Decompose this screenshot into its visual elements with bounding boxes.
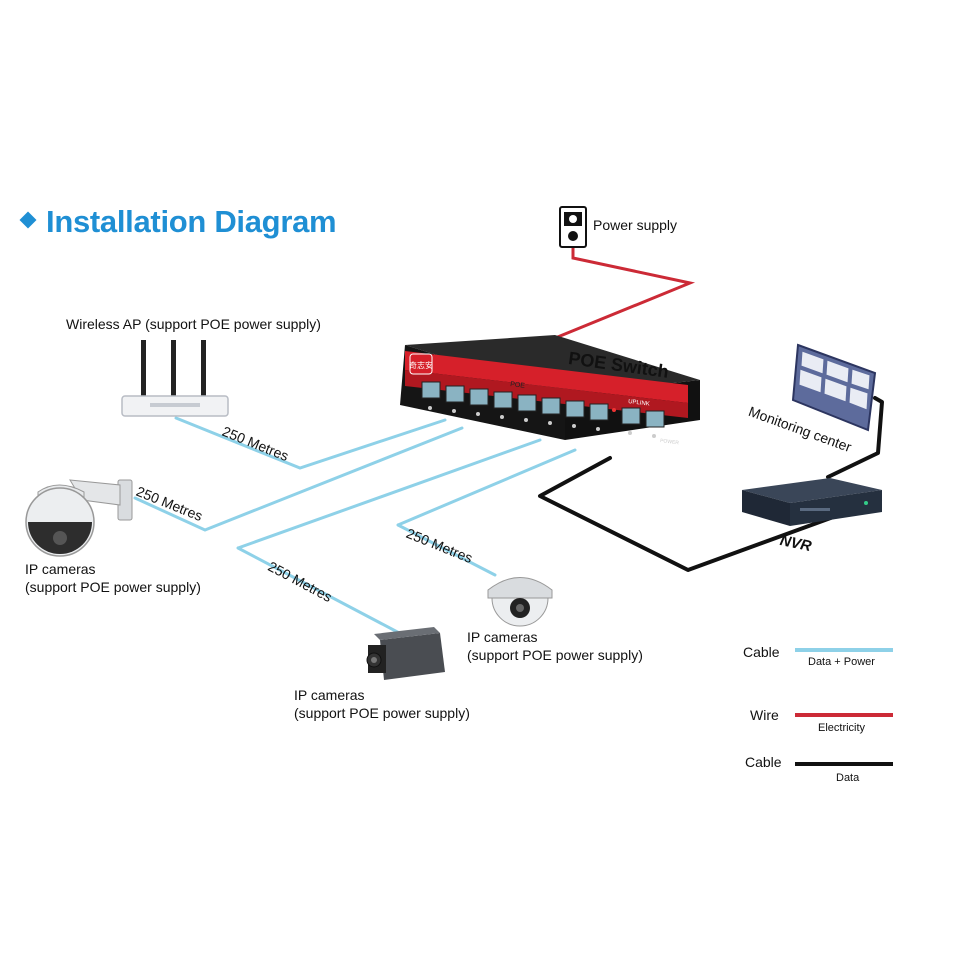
legend-cable-data-power-label: Cable — [743, 644, 780, 660]
cable-nvr-monitor — [826, 396, 884, 479]
cable-switch-nvr — [538, 456, 882, 572]
legend-cable-data-label: Cable — [745, 754, 782, 770]
router-icon — [121, 340, 229, 417]
data-cables — [538, 396, 884, 572]
cable-dome — [396, 448, 577, 577]
legend-cable-data-power-sub: Data + Power — [808, 656, 875, 668]
switch-brand: 奇志安 — [409, 360, 433, 370]
outlet-icon — [559, 206, 587, 248]
switch-uplink-text: UPLINK — [628, 399, 650, 408]
ip-camera-dome-label: IP cameras (support POE power supply) — [467, 628, 643, 664]
cable-ap — [174, 416, 447, 470]
poe-cables — [133, 416, 577, 638]
ip-camera-left-subtitle: (support POE power supply) — [25, 579, 201, 595]
wireless-ap-label: Wireless AP (support POE power supply) — [66, 316, 321, 332]
ip-camera-left-label: IP cameras (support POE power supply) — [25, 560, 201, 596]
ip-camera-box-title: IP cameras — [294, 687, 365, 703]
ip-camera-box-label: IP cameras (support POE power supply) — [294, 686, 470, 722]
page-title: Installation Diagram — [19, 204, 337, 240]
ip-camera-box-subtitle: (support POE power supply) — [294, 705, 470, 721]
diamond-bullet-icon — [19, 211, 37, 229]
power-supply-label: Power supply — [593, 217, 678, 233]
dome-camera-icon — [487, 577, 553, 627]
ip-camera-left-title: IP cameras — [25, 561, 96, 577]
nvr-icon — [742, 478, 882, 526]
cable-ptz — [133, 426, 464, 532]
switch-power-text: POWER — [660, 438, 680, 446]
legend-swatches — [795, 648, 893, 766]
legend-cable-data-sub: Data — [836, 772, 860, 784]
switch-poe-text: POE — [510, 381, 526, 390]
ip-camera-dome-subtitle: (support POE power supply) — [467, 647, 643, 663]
legend-wire-sub: Electricity — [818, 722, 866, 734]
switch-ports — [421, 381, 665, 428]
ptz-camera-icon — [25, 479, 133, 557]
page-title-text: Installation Diagram — [46, 204, 337, 239]
ip-camera-dome-title: IP cameras — [467, 629, 538, 645]
box-camera-icon — [366, 627, 445, 680]
switch-icon — [400, 335, 700, 440]
legend-wire-label: Wire — [750, 707, 779, 723]
cable-box — [236, 438, 542, 638]
video-wall-icon — [791, 343, 877, 432]
power-wire — [514, 246, 696, 356]
